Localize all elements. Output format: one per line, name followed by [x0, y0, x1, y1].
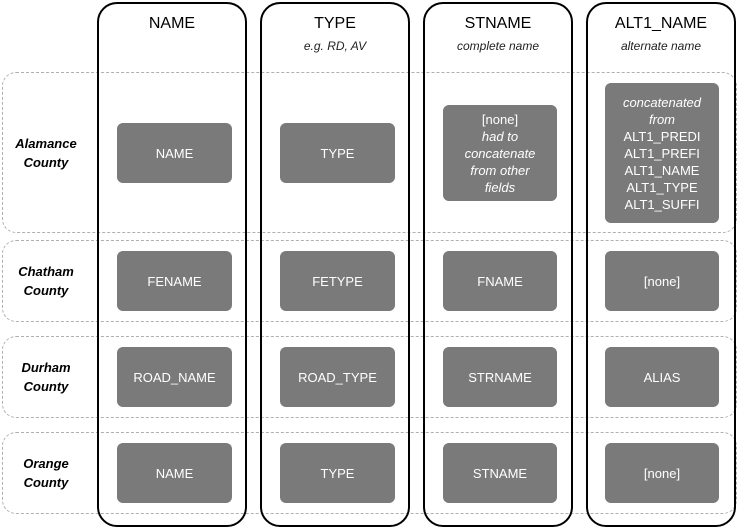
field-note: had to: [481, 128, 519, 144]
field-text: ALIAS: [643, 369, 681, 385]
row-label-line: Alamance: [15, 135, 77, 151]
column-subtitle: alternate name: [620, 39, 702, 53]
row-label-line: County: [23, 475, 69, 490]
field-text: ALT1_TYPE: [626, 179, 698, 195]
field-text: ALT1_SUFFI: [624, 196, 700, 212]
field-text: ROAD_NAME: [133, 369, 216, 385]
column-title: STNAME: [464, 15, 532, 32]
row-label-line: County: [23, 379, 69, 394]
field-note: fields: [484, 179, 516, 195]
field-note: from: [649, 111, 675, 127]
field-box-stname: STRNAME: [443, 347, 557, 407]
column-title: NAME: [148, 15, 196, 32]
column-alt1-name: ALT1_NAME alternate name: [586, 2, 736, 527]
field-text: TYPE: [320, 145, 355, 161]
row-orange: [2, 432, 737, 514]
field-box-type: TYPE: [280, 123, 395, 183]
column-type: TYPE e.g. RD, AV: [260, 2, 410, 527]
field-box-stname: [none] had to concatenate from other fie…: [443, 105, 557, 201]
field-text: NAME: [155, 145, 194, 161]
row-label-chatham: Chatham County: [6, 240, 86, 322]
row-label-line: County: [23, 283, 69, 298]
field-text: FETYPE: [312, 273, 363, 289]
row-label-line: Chatham: [18, 264, 74, 279]
row-alamance: [2, 72, 737, 233]
field-box-type: TYPE: [280, 443, 395, 503]
field-text: FENAME: [147, 273, 202, 289]
row-label-line: Orange: [23, 456, 69, 471]
field-box-stname: FNAME: [443, 251, 557, 311]
column-subtitle: e.g. RD, AV: [303, 39, 367, 53]
field-box-alt1-name: concatenated from ALT1_PREDI ALT1_PREFI …: [605, 83, 719, 223]
field-text: [none]: [643, 465, 681, 481]
field-text: FNAME: [477, 273, 523, 289]
field-box-stname: STNAME: [443, 443, 557, 503]
field-text: TYPE: [320, 465, 355, 481]
column-title: ALT1_NAME: [614, 15, 708, 32]
field-box-alt1-name: [none]: [605, 443, 719, 503]
field-text: ALT1_PREDI: [623, 128, 701, 144]
column-name: NAME: [97, 2, 247, 527]
field-box-name: NAME: [117, 443, 232, 503]
column-stname: STNAME complete name: [423, 2, 573, 527]
field-box-name: FENAME: [117, 251, 232, 311]
field-note: concatenate: [464, 145, 536, 161]
field-text: [none]: [481, 111, 519, 127]
field-text: NAME: [155, 465, 194, 481]
row-label-durham: Durham County: [6, 336, 86, 418]
field-text: ALT1_PREFI: [624, 145, 700, 161]
row-label-line: County: [23, 154, 69, 170]
field-text: [none]: [643, 273, 681, 289]
field-box-type: FETYPE: [280, 251, 395, 311]
field-box-name: ROAD_NAME: [117, 347, 232, 407]
field-box-alt1-name: [none]: [605, 251, 719, 311]
field-text: STNAME: [472, 465, 528, 481]
field-box-alt1-name: ALIAS: [605, 347, 719, 407]
column-title: TYPE: [314, 15, 356, 32]
field-note: from other: [470, 162, 530, 178]
row-chatham: [2, 240, 737, 322]
field-box-name: NAME: [117, 123, 232, 183]
field-text: STRNAME: [468, 369, 532, 385]
field-note: concatenated: [622, 94, 702, 110]
row-label-alamance: Alamance County: [6, 72, 86, 233]
field-box-type: ROAD_TYPE: [280, 347, 395, 407]
column-subtitle: complete name: [456, 39, 540, 53]
field-text: ALT1_NAME: [624, 162, 700, 178]
row-label-line: Durham: [21, 360, 71, 375]
row-label-orange: Orange County: [6, 432, 86, 514]
row-durham: [2, 336, 737, 418]
field-text: ROAD_TYPE: [298, 369, 377, 385]
